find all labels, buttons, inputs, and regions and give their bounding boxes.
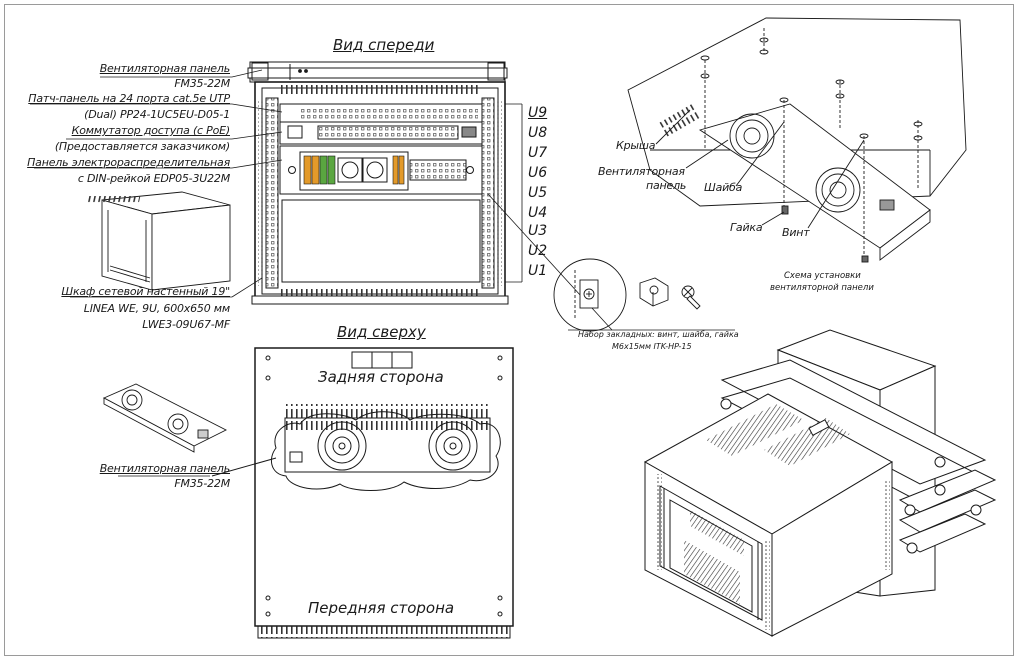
- scheme-nut-label: Гайка: [730, 221, 763, 234]
- top-view-rear-label: Задняя сторона: [318, 368, 444, 386]
- front-view-title: Вид спереди: [333, 36, 435, 54]
- scheme-screw-label: Винт: [782, 226, 810, 239]
- scheme-fan-panel-label-2: панель: [646, 179, 687, 192]
- scheme-caption-line1: Схема установки: [784, 271, 861, 281]
- callout-patch-panel-model: (Dual) PP24-1UC5EU-D05-1: [84, 108, 230, 121]
- page-frame: [4, 4, 1014, 656]
- scheme-washer-label: Шайба: [704, 181, 743, 194]
- top-view-title: Вид сверху: [337, 323, 426, 341]
- mounting-kit-name: Набор закладных: винт, шайба, гайка: [578, 330, 739, 339]
- callout-switch-note: (Предоставляется заказчиком): [54, 140, 230, 153]
- unit-label-u4: U4: [528, 205, 548, 221]
- cabinet-iso-small: [86, 191, 231, 291]
- callout-switch: Коммутатор доступа (с PoE): [71, 124, 231, 137]
- top-view-front-label: Передняя сторона: [308, 599, 455, 617]
- cabinet-iso-large: [643, 329, 997, 637]
- power-panel-breakers: [303, 155, 405, 185]
- cabinet-name: Шкаф сетевой настенный 19": [61, 285, 230, 298]
- top-view-fan-panel-label: Вентиляторная панель: [99, 462, 230, 475]
- unit-label-u7: U7: [528, 145, 548, 161]
- unit-label-u8: U8: [528, 125, 548, 141]
- install-scheme-drawing: [627, 17, 967, 263]
- fan-panel-iso: [102, 383, 227, 453]
- unit-label-u2: U2: [528, 243, 548, 259]
- unit-label-u6: U6: [528, 165, 548, 181]
- scheme-roof-label: Крыша: [616, 139, 656, 152]
- mounting-kit-detail: [553, 258, 701, 332]
- scheme-caption-line2: вентиляторной панели: [770, 283, 874, 293]
- unit-label-u9: U9: [528, 105, 548, 121]
- scheme-fan-panel-label-1: Вентиляторная: [598, 165, 685, 178]
- callout-power-panel: Панель электрораспределительная: [27, 156, 230, 169]
- unit-label-u5: U5: [528, 185, 548, 201]
- top-view-drawing: [118, 347, 514, 639]
- callout-patch-panel: Патч-панель на 24 порта cat.5e UTP: [28, 92, 230, 105]
- unit-label-u1: U1: [528, 263, 548, 279]
- callout-fan-panel-model: FM35-22M: [174, 77, 230, 90]
- mounting-kit-model: M6x15мм ITK-HP-15: [612, 342, 692, 351]
- callout-fan-panel: Вентиляторная панель: [99, 62, 230, 75]
- top-view-fan-panel-model: FM35-22M: [174, 477, 230, 490]
- callout-power-panel-model: с DIN-рейкой EDP05-3U22M: [77, 172, 230, 185]
- cabinet-model: LWE3-09U67-MF: [142, 318, 230, 331]
- unit-label-u3: U3: [528, 223, 548, 239]
- cabinet-spec: LINEA WE, 9U, 600x650 мм: [83, 302, 230, 315]
- front-view-drawing: [247, 61, 509, 305]
